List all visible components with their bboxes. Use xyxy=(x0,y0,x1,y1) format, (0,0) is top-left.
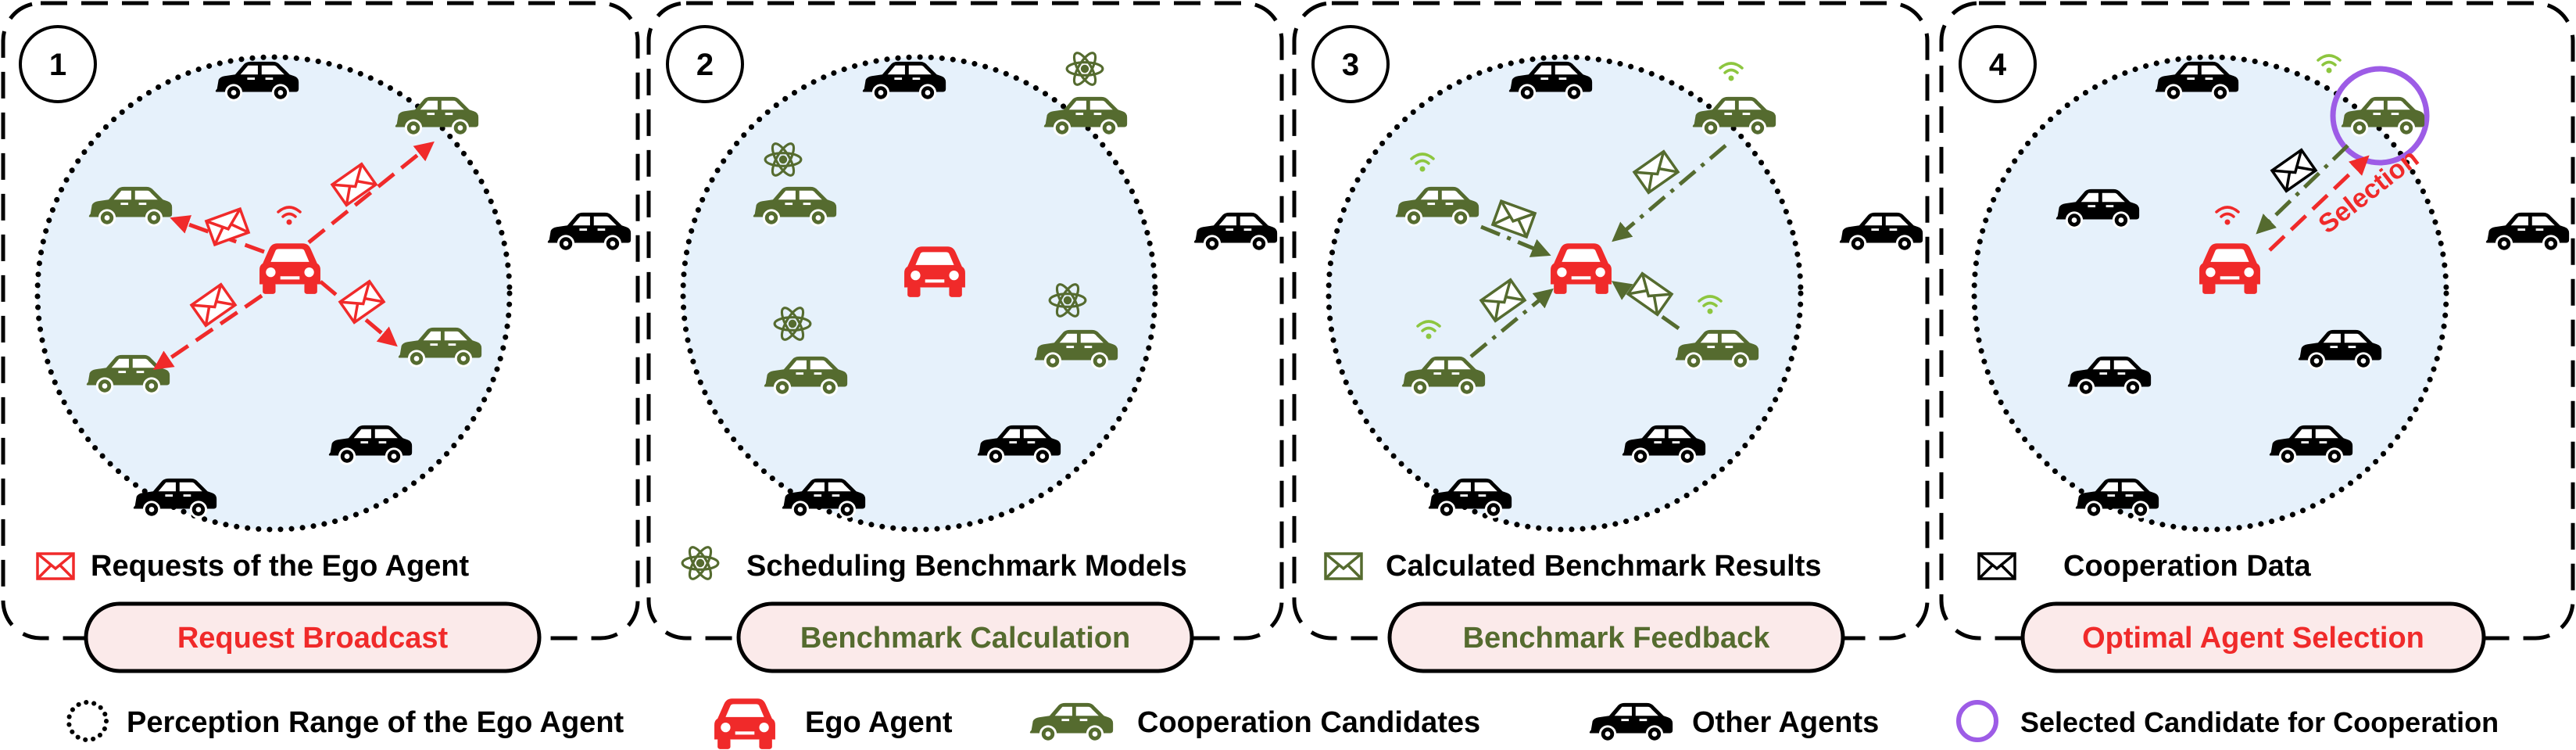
panel-3: 3 Calculated Benchmark Results Benchmark… xyxy=(1292,1,1930,673)
step-number-badge xyxy=(19,25,97,103)
step-number: 3 xyxy=(1342,48,1359,82)
envelope-green-icon xyxy=(1324,552,1363,580)
request-arrow xyxy=(307,141,435,244)
selected-candidate-ring xyxy=(2330,66,2430,166)
dotted-circle-icon xyxy=(66,700,109,742)
panel-2: 2 Scheduling Benchmark Models Benchmark … xyxy=(646,1,1284,673)
step-title-pill xyxy=(2020,601,2486,673)
green-car-icon xyxy=(1029,702,1114,743)
feedback-arrow xyxy=(1469,288,1554,358)
step-number: 4 xyxy=(1989,48,2007,82)
other-agent-car-icon xyxy=(546,211,632,253)
atom-icon xyxy=(681,543,720,583)
red-car-icon xyxy=(714,698,775,749)
step-number-badge xyxy=(1311,25,1390,103)
step-title-pill xyxy=(736,601,1194,673)
step-title: Optimal Agent Selection xyxy=(2082,622,2424,655)
step-title: Request Broadcast xyxy=(177,622,449,655)
purple-circle-icon xyxy=(1956,700,1998,742)
step-title-pill xyxy=(1387,601,1845,673)
step-title: Benchmark Calculation xyxy=(800,622,1130,655)
panel-legend-text: Scheduling Benchmark Models xyxy=(746,550,1187,583)
step-title-pill xyxy=(84,601,542,673)
panel-legend-text: Requests of the Ego Agent xyxy=(91,550,470,583)
legend-label: Ego Agent xyxy=(805,706,953,739)
envelope-red-icon xyxy=(36,552,75,580)
panel-legend-text: Calculated Benchmark Results xyxy=(1386,550,1822,583)
legend-label: Selected Candidate for Cooperation xyxy=(2020,706,2499,738)
envelope-black-icon xyxy=(1977,552,2016,580)
wifi-icon xyxy=(1719,62,1744,81)
panel-4: 4 Selection Cooperation Data Optimal Age… xyxy=(1939,1,2575,673)
panel-1: 1 Requests of the Ego Agent Request Broa… xyxy=(1,1,640,673)
step-number: 1 xyxy=(49,48,66,82)
feedback-arrow xyxy=(1612,144,1727,242)
feedback-arrow xyxy=(1480,224,1551,257)
step-number: 2 xyxy=(696,48,714,82)
legend-label: Cooperation Candidates xyxy=(1137,706,1480,739)
step-title: Benchmark Feedback xyxy=(1463,622,1771,655)
step-number-badge xyxy=(1959,25,2037,103)
black-car-icon xyxy=(1588,702,1674,743)
panel-legend-text: Cooperation Data xyxy=(2063,550,2312,583)
step-number-badge xyxy=(666,25,744,103)
wifi-icon xyxy=(2317,54,2342,74)
selection-arrow xyxy=(2268,155,2370,252)
request-arrow xyxy=(152,293,263,370)
other-agent-car-icon xyxy=(1193,211,1279,253)
atom-icon xyxy=(1065,48,1104,89)
legend: Perception Range of the Ego Agent Ego Ag… xyxy=(66,698,2499,749)
feedback-arrow xyxy=(1611,281,1680,331)
other-agent-car-icon xyxy=(1838,211,1924,253)
legend-label: Perception Range of the Ego Agent xyxy=(127,706,624,739)
other-agent-car-icon xyxy=(2485,211,2571,253)
candidate-car-icon xyxy=(2340,95,2426,137)
legend-label: Other Agents xyxy=(1692,706,1879,739)
